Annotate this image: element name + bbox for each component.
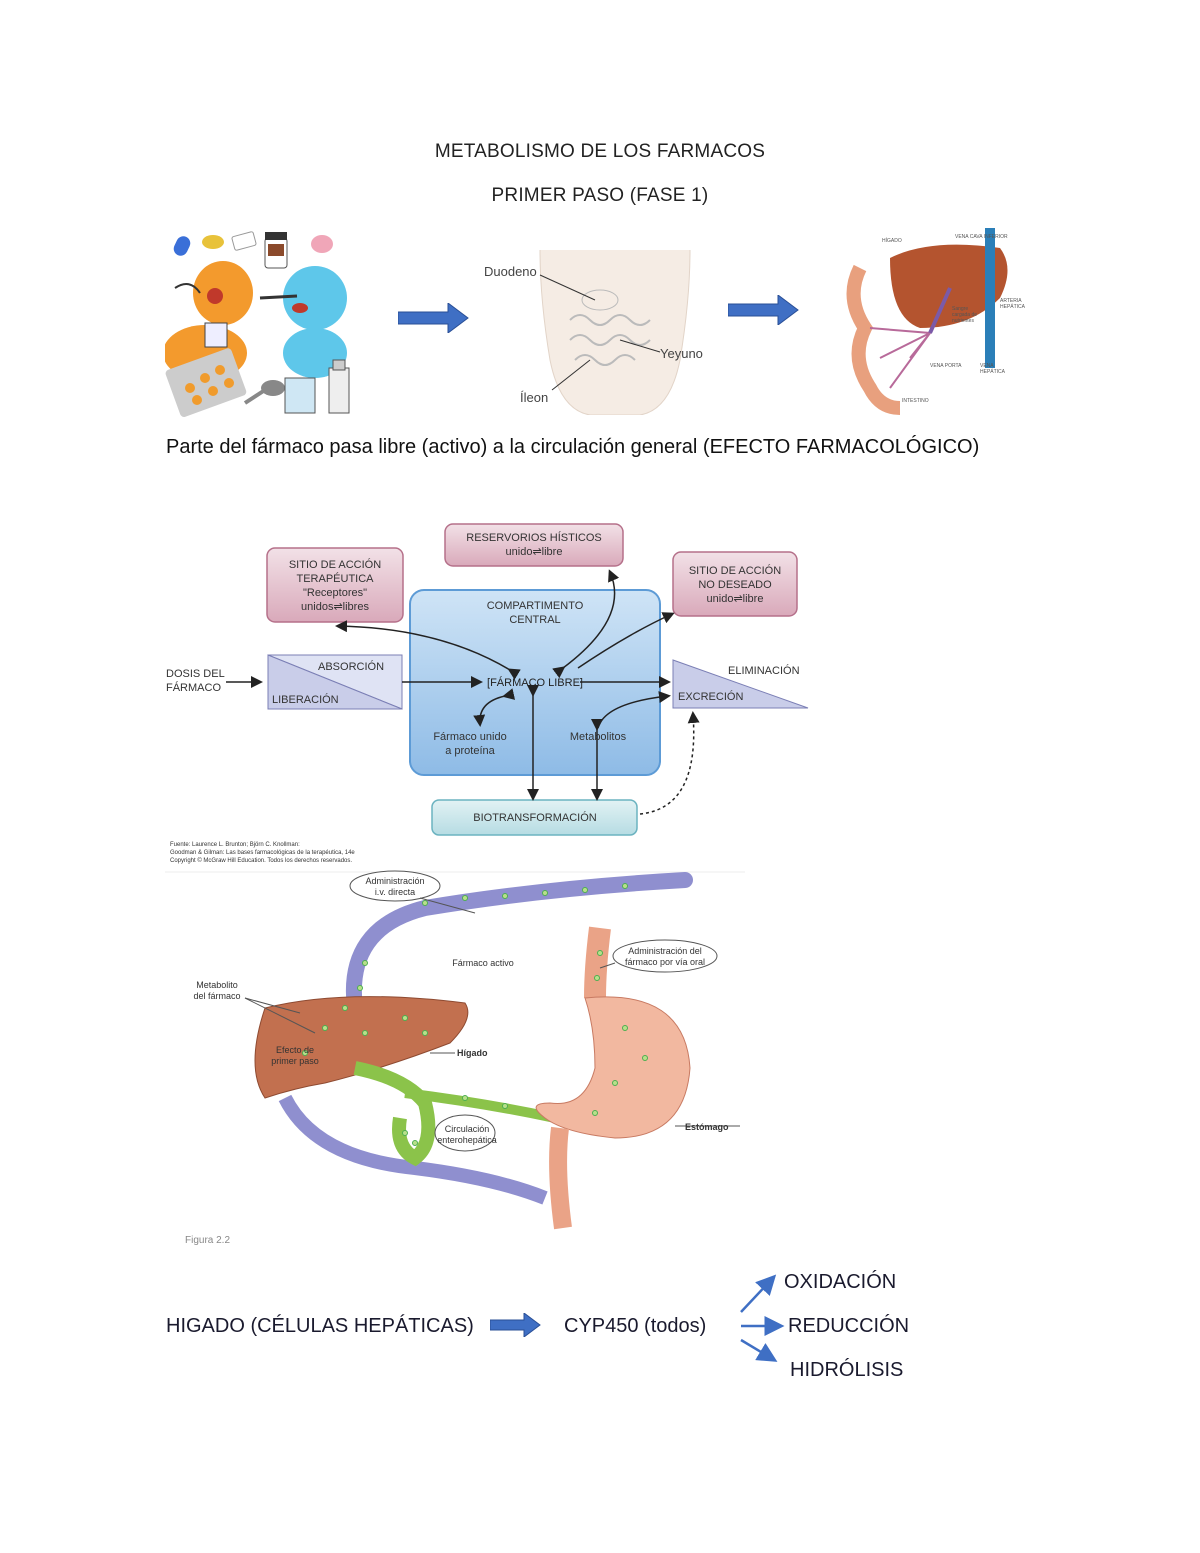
oral-line1: Administración del — [628, 946, 702, 956]
dose-line2: FÁRMACO — [166, 681, 221, 694]
source-line1: Fuente: Laurence L. Brunton; Björn C. Kn… — [170, 842, 300, 848]
first-pass-line1: Efecto de — [276, 1045, 314, 1055]
arteria-label: ARTERIA HEPÁTICA — [1000, 298, 1026, 310]
vena-porta-label: VENA PORTA — [930, 363, 962, 369]
undesired-site-box — [672, 551, 798, 617]
ileon-label: Íleon — [520, 390, 549, 405]
absorption-label: ABSORCIÓN — [318, 660, 384, 673]
protein-bound-line2: a proteína — [445, 745, 495, 757]
undesired-site-line2: NO DESEADO — [698, 579, 772, 591]
elimination-label: ELIMINACIÓN — [728, 664, 800, 677]
free-drug-label: [FÁRMACO LIBRE] — [487, 676, 583, 689]
active-drug-label: Fármaco activo — [452, 958, 514, 968]
liver-label: Hígado — [457, 1048, 488, 1058]
therapeutic-site-line3: "Receptores" — [303, 587, 367, 599]
branch-arrows-icon — [740, 1274, 785, 1362]
iv-line1: Administración — [365, 876, 424, 886]
figure-number: Figura 2.2 — [185, 1235, 230, 1246]
hydrolysis-label: HIDRÓLISIS — [790, 1359, 904, 1381]
yeyuno-label: Yeyuno — [660, 346, 703, 361]
arrow-right-icon — [398, 303, 469, 333]
oral-line2: fármaco por vía oral — [625, 957, 705, 967]
central-line2: CENTRAL — [509, 614, 560, 626]
reservoirs-line1: RESERVORIOS HÍSTICOS — [466, 531, 602, 544]
arrow-right-icon — [490, 1313, 541, 1337]
liberation-label: LIBERACIÓN — [272, 693, 339, 706]
drug-intake-illustration — [165, 231, 350, 417]
oxidation-label: OXIDACIÓN — [784, 1271, 897, 1293]
page-title: METABOLISMO DE LOS FARMACOS — [434, 141, 766, 162]
intestino-label: INTESTINO — [902, 398, 929, 404]
higado-small-label: HÍGADO — [882, 238, 902, 244]
undesired-site-line3: unido⇌libre — [707, 593, 764, 605]
metabolite-line1: Metabolito — [196, 980, 238, 990]
therapeutic-site-line1: SITIO DE ACCIÓN — [289, 558, 381, 571]
therapeutic-site-line2: TERAPÉUTICA — [296, 572, 374, 585]
therapeutic-site-box — [266, 547, 404, 623]
enterohepatic-line2: enterohepática — [437, 1135, 497, 1145]
liver-cells-label: HIGADO (CÉLULAS HEPÁTICAS) — [166, 1315, 474, 1337]
protein-bound-line1: Fármaco unido — [433, 731, 506, 743]
reservoirs-box — [444, 523, 624, 567]
first-pass-line2: primer paso — [271, 1056, 319, 1066]
intestine-illustration: Duodeno Yeyuno Íleon — [480, 240, 720, 415]
metabolites-label: Metabolitos — [570, 731, 627, 743]
liver-portal-illustration: HÍGADO VENA CAVA INFERIOR ARTERIA HEPÁTI… — [830, 228, 1030, 418]
duodeno-label: Duodeno — [484, 264, 537, 279]
enterohepatic-line1: Circulación — [445, 1124, 490, 1134]
reduction-label: REDUCCIÓN — [788, 1315, 910, 1337]
biotransformation-label: BIOTRANSFORMACIÓN — [473, 811, 597, 824]
therapeutic-site-line4: unidos⇌libres — [301, 601, 369, 613]
effect-caption: Parte del fármaco pasa libre (activo) a … — [166, 436, 980, 458]
pharmacokinetics-diagram: SITIO DE ACCIÓN TERAPÉUTICA "Receptores"… — [166, 523, 809, 864]
vena-hepatica-label: VENA HEPÁTICA — [980, 363, 1006, 375]
stomach-label: Estómago — [685, 1122, 729, 1132]
first-pass-figure: Administración i.v. directa Administraci… — [165, 868, 745, 1253]
cyp450-label: CYP450 (todos) — [564, 1315, 707, 1337]
page-subtitle: PRIMER PASO (FASE 1) — [491, 185, 709, 206]
excretion-label: EXCRECIÓN — [678, 690, 743, 703]
arrow-right-icon — [728, 295, 799, 325]
reservoirs-line2: unido⇌libre — [506, 546, 563, 558]
source-line2: Goodman & Gilman: Las bases farmacológic… — [170, 850, 355, 856]
central-line1: COMPARTIMENTO — [487, 600, 584, 612]
vena-cava-label: VENA CAVA INFERIOR — [955, 234, 1008, 240]
metabolite-line2: del fármaco — [193, 991, 240, 1001]
undesired-site-line1: SITIO DE ACCIÓN — [689, 564, 781, 577]
sangre-label: Sangre cargada de nutrientes — [952, 306, 978, 324]
dose-line1: DOSIS DEL — [166, 668, 225, 680]
iv-line2: i.v. directa — [375, 887, 415, 897]
source-line3: Copyright © McGraw Hill Education. Todos… — [170, 857, 352, 864]
